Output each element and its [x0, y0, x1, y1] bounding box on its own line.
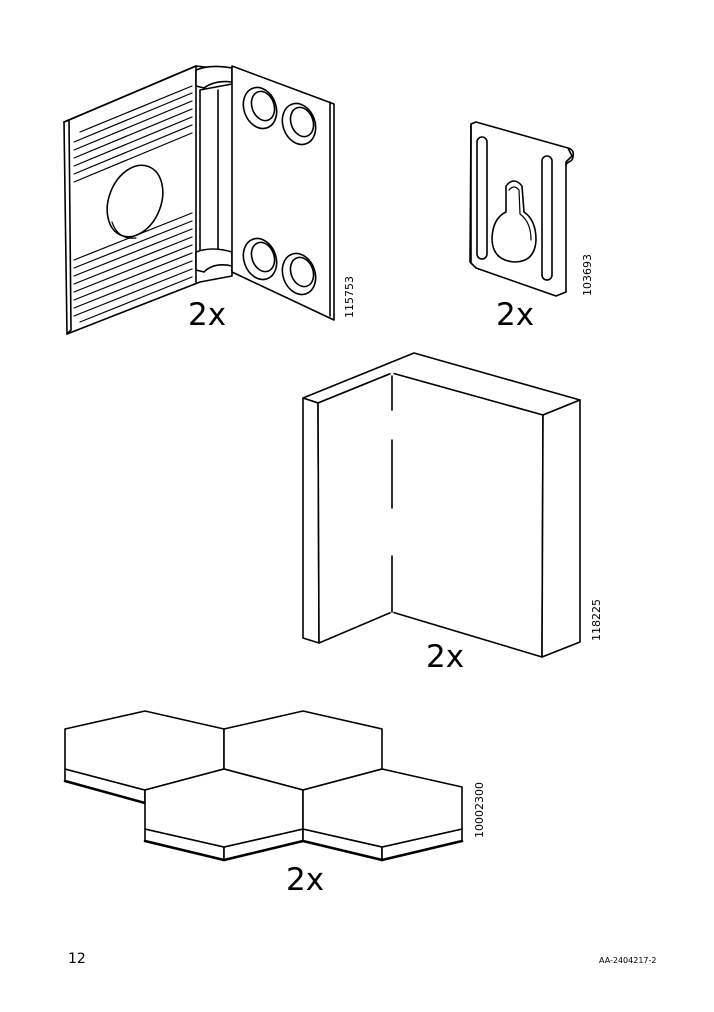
corner-bracket-drawing	[63, 65, 335, 335]
document-code: AA-2404217-2	[599, 956, 657, 965]
article-number-corner-protector: 118225	[590, 599, 603, 641]
part-quantity-corner-bracket: 2x	[188, 297, 227, 333]
part-quantity-keyhole-hanger: 2x	[496, 297, 535, 333]
part-quantity-corner-protector: 2x	[426, 639, 465, 675]
page-number: 12	[68, 951, 86, 967]
keyhole-hanger-drawing	[469, 121, 575, 297]
article-number-hexagon-felt-pads: 10002300	[473, 782, 486, 838]
article-number-corner-bracket: 115753	[343, 276, 356, 318]
article-number-keyhole-hanger: 103693	[581, 254, 594, 296]
part-quantity-hexagon-felt-pads: 2x	[286, 862, 325, 898]
hexagon-felt-pads-drawing	[63, 710, 464, 862]
corner-protector-drawing	[302, 352, 581, 658]
